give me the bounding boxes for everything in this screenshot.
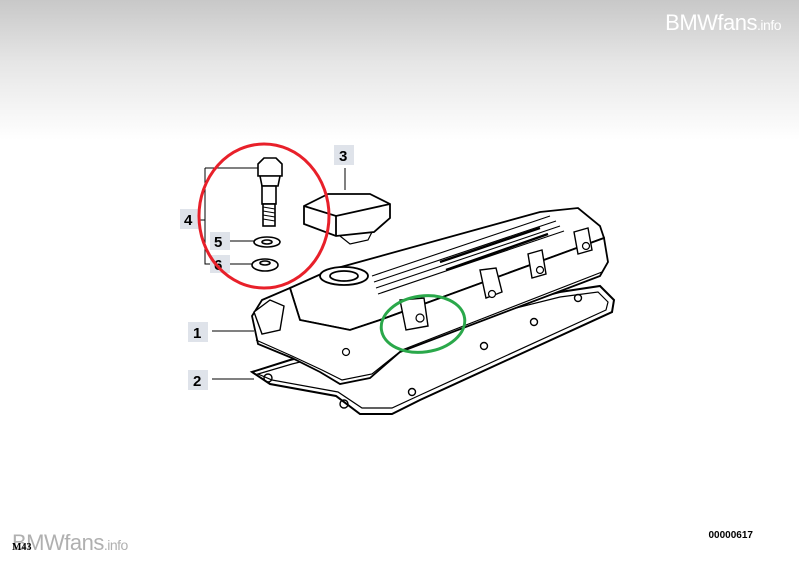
svg-text:1: 1 (193, 325, 201, 342)
watermark-top: BMWfans.info (665, 10, 781, 35)
oil-cap-part (303, 193, 391, 245)
callout-label-1: 1 (188, 322, 208, 342)
svg-text:4: 4 (184, 212, 193, 229)
callout-label-6: 6 (210, 255, 230, 274)
bolt-assembly (251, 157, 283, 272)
green-highlight-circle (379, 294, 467, 354)
header-gradient (0, 0, 799, 140)
watermark-bottom: BMWfans.info (12, 530, 128, 555)
svg-text:3: 3 (339, 148, 347, 165)
callout-label-5: 5 (210, 232, 230, 251)
diagram-number-label: 00000617 (708, 530, 754, 541)
callout-label-3: 3 (334, 145, 354, 165)
callout-label-2: 2 (188, 370, 208, 390)
svg-text:5: 5 (214, 234, 222, 251)
valve-cover-part (251, 207, 609, 385)
svg-text:2: 2 (193, 373, 201, 390)
red-highlight-circle (197, 142, 331, 290)
callout-label-4: 4 (180, 209, 200, 229)
model-code-label: M43 (12, 542, 32, 553)
